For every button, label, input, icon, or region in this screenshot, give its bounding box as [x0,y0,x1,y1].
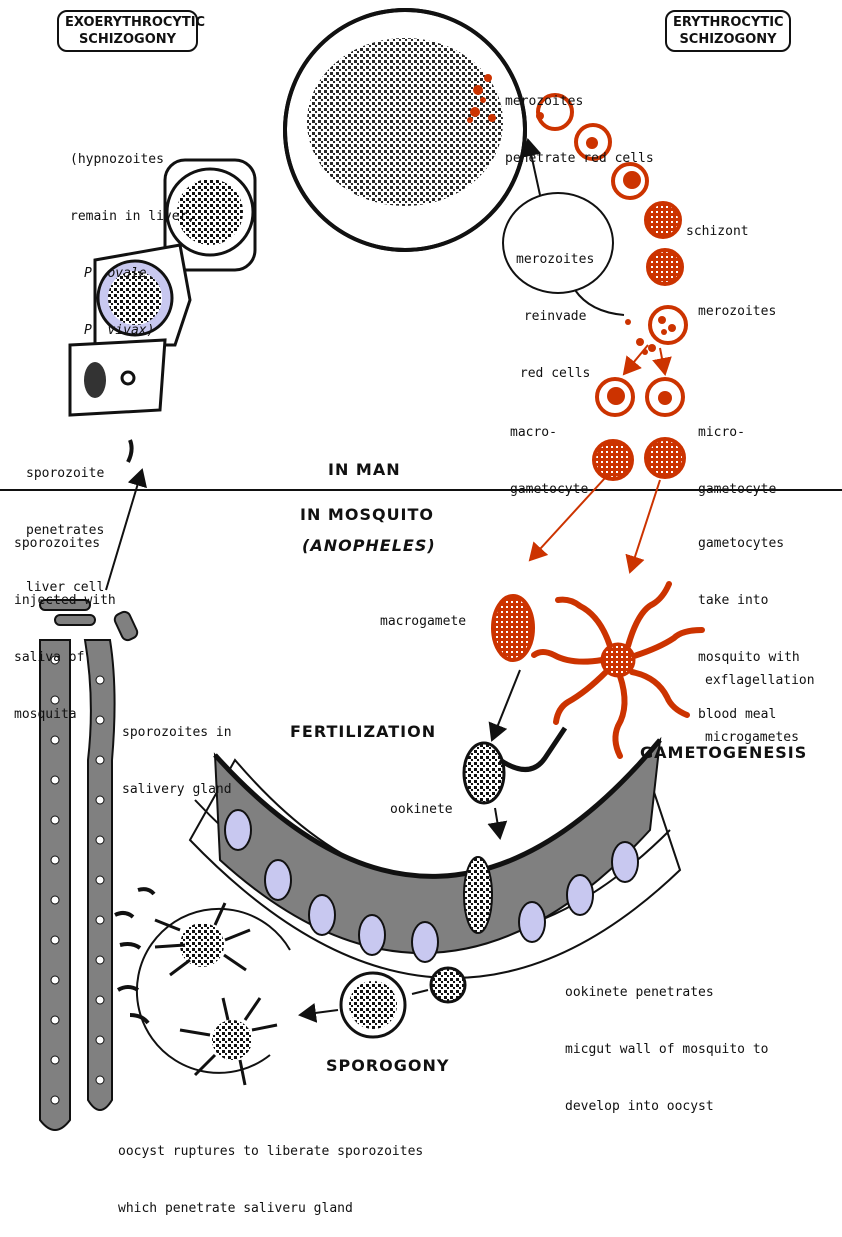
label-line: penetrate red cells [505,149,654,168]
sporogony-heading: SPOROGONY [326,1056,449,1075]
label-line: injected with [14,591,116,610]
label-line: oocyst ruptures to liberate sporozoites [118,1142,423,1161]
label-line: remain in liver, [70,207,195,226]
label-line: saliva of [14,648,116,667]
ery-heading-line1: ERYTHROCYTIC [673,14,783,31]
ookinete-penetrates-label: ookinete penetrates micgut wall of mosqu… [565,945,769,1135]
exoerythrocytic-heading: EXOERYTHROCYTIC SCHIZOGONY [57,10,198,52]
label-line: merozoites [505,92,654,111]
sporozoite [128,440,132,462]
macrogametocyte-label: macro- gametocyte [510,385,588,518]
label-line: microgametes [705,728,815,747]
label-line: sporozoite [26,464,104,483]
label-line: P. ovale [70,264,195,283]
label-line: macro- [510,423,588,442]
label-line: take into [698,591,800,610]
reinvade-label: merozoites reinvade red cells [516,212,594,402]
liver-schizont [285,10,525,250]
exo-heading-line2: SCHIZOGONY [65,31,190,48]
label-line: merozoites [516,250,594,269]
label-line: (hypnozoites [70,150,195,169]
red-cell-schizont-2 [648,250,682,284]
label-line: red cells [516,364,594,383]
label-line: sporozoites in [122,723,232,742]
label-line: develop into oocyst [565,1097,769,1116]
exo-heading-line1: EXOERYTHROCYTIC [65,14,190,31]
erythrocytic-heading: ERYTHROCYTIC SCHIZOGONY [665,10,791,52]
fertilization-heading: FERTILIZATION [290,722,436,741]
merozoites-penetrate-label: merozoites penetrate red cells [505,54,654,187]
in-man-heading: IN MAN [328,460,401,479]
exflagellating-microgamete [534,584,702,756]
anopheles-heading: (ANOPHELES) [302,536,436,555]
label-line: ookinete penetrates [565,983,769,1002]
ookinete-label: ookinete [390,800,453,819]
label-line: P. vivax) [70,321,195,340]
sporozoites-injected-label: sporozoites injected with saliva of mosq… [14,496,116,743]
ookinete-in-wall [464,857,492,933]
ery-heading-line2: SCHIZOGONY [673,31,783,48]
gametocyte-pair-lower [594,439,684,479]
sporozoites-salivary-label: sporozoites in salivery gland [122,685,232,818]
label-line: gametocyte [510,480,588,499]
in-mosquito-heading: IN MOSQUITO [300,505,434,524]
label-line: micro- [698,423,776,442]
red-cell-schizont [646,203,680,237]
label-line: mosquita [14,705,116,724]
label-line: gametocytes [698,534,800,553]
exflagellation-label: exflagellation microgametes [705,633,815,766]
macrogamete [493,596,533,660]
label-line: exflagellation [705,671,815,690]
oocyst-ruptures-label: oocyst ruptures to liberate sporozoites … [118,1104,423,1237]
oocyst-large [341,973,405,1037]
merozoites-label: merozoites [698,302,776,321]
rupturing-oocyst [115,889,290,1085]
label-line: reinvade [516,307,594,326]
label-line: micgut wall of mosquito to [565,1040,769,1059]
macrogametocyte-cell [597,379,633,415]
label-line: which penetrate saliveru gland [118,1199,423,1218]
schizont-label: schizont [686,222,749,241]
oocyst-small [431,968,465,1002]
zygote [464,728,565,803]
label-line: salivery gland [122,780,232,799]
label-line: sporozoites [14,534,116,553]
red-cell-merozoites [650,307,686,343]
hypnozoites-label: (hypnozoites remain in liver, P. ovale P… [70,112,195,359]
microgametocyte-cell [647,379,683,415]
macrogamete-label: macrogamete [380,612,466,631]
